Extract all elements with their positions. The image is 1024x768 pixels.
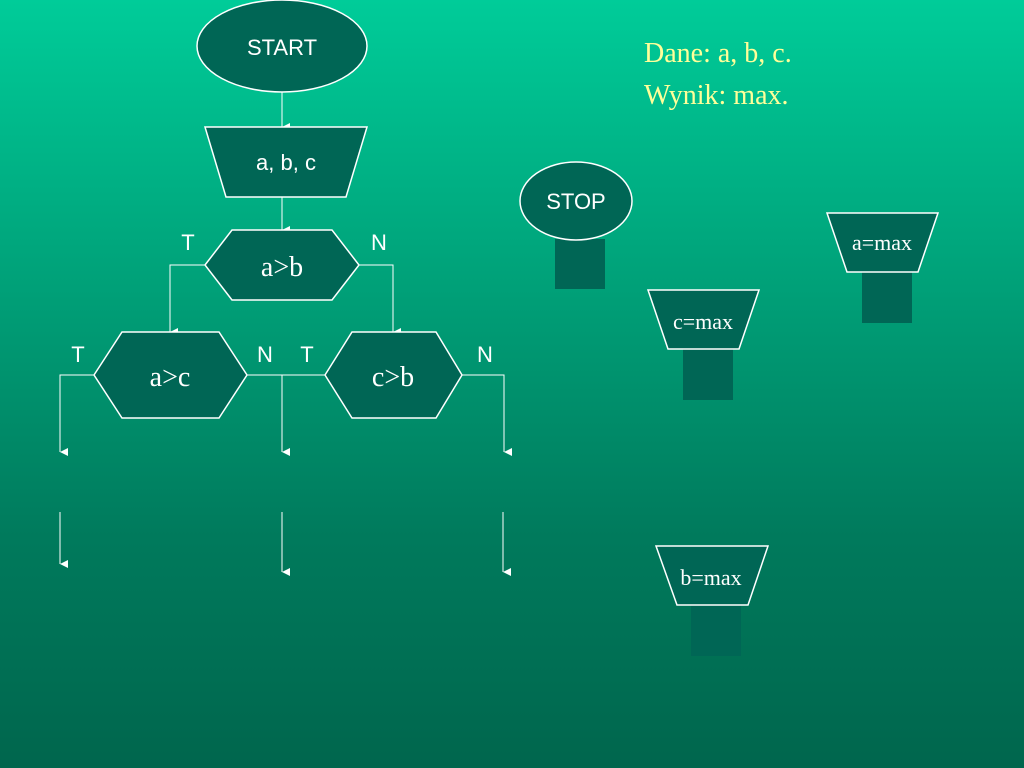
decision-a-gt-b[interactable]: a>b: [204, 229, 360, 301]
decision-c-gt-b-label: c>b: [372, 362, 414, 393]
branch-label-false: N: [257, 342, 273, 367]
connector-cb-false: [462, 374, 512, 456]
assign-c-max-node[interactable]: c=max: [646, 289, 761, 400]
decision-c-gt-b[interactable]: c>b: [324, 331, 463, 419]
stop-label: STOP: [546, 189, 606, 214]
branch-label-true: T: [71, 342, 84, 367]
branch-label-true: T: [300, 342, 313, 367]
result-text: Wynik: max.: [644, 80, 789, 111]
stop-node[interactable]: STOP: [519, 161, 633, 289]
branch-label-false: N: [477, 342, 493, 367]
input-label: a, b, c: [256, 150, 316, 175]
decision-a-gt-b-label: a>b: [261, 252, 303, 283]
assign-a-max-label: a=max: [852, 230, 912, 255]
assign-b-max-label: b=max: [680, 565, 741, 590]
given-data-text: Dane: a, b, c.: [644, 38, 792, 69]
assign-c-max-label: c=max: [673, 309, 733, 334]
task-description: Dane: a, b, c. Wynik: max.: [644, 33, 904, 117]
decision-a-gt-c-label: a>c: [150, 362, 191, 393]
connector-ab-true: [169, 264, 205, 336]
connector-ac-true: [59, 374, 94, 456]
input-node[interactable]: a, b, c: [203, 126, 369, 198]
assign-a-max-node[interactable]: a=max: [825, 212, 940, 323]
connector-ac-false: [247, 374, 290, 456]
branch-label-false: N: [371, 230, 387, 255]
decision-a-gt-c[interactable]: a>c: [93, 331, 248, 419]
branch-label-true: T: [181, 230, 194, 255]
connector-ab-false: [359, 264, 401, 336]
start-label: START: [247, 35, 317, 60]
assign-b-max-node[interactable]: b=max: [654, 545, 770, 656]
start-node[interactable]: START: [196, 0, 368, 93]
